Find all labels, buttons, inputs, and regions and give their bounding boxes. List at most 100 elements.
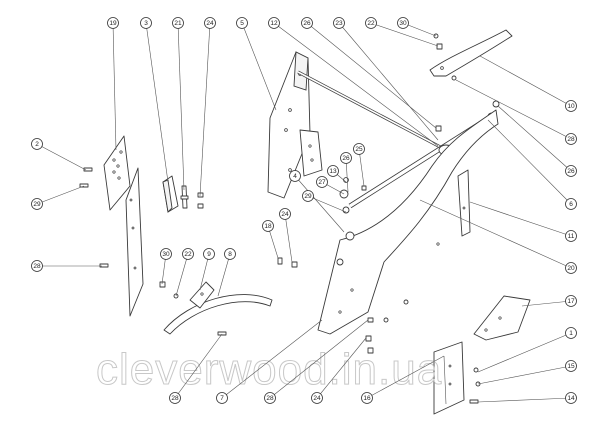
callout-circle xyxy=(565,327,577,339)
callout-leader-line xyxy=(217,253,231,297)
callout-number: 4 xyxy=(293,173,297,180)
part-3-bracket xyxy=(162,175,179,213)
callout-19: 19 xyxy=(107,17,119,29)
callout-27: 27 xyxy=(316,176,328,188)
callout-leader-line xyxy=(521,300,572,307)
callout-circle xyxy=(327,165,339,177)
callout-circle xyxy=(216,392,228,404)
callout-24: 24 xyxy=(204,17,216,29)
callout-circle xyxy=(289,170,301,182)
callout-leader-line xyxy=(112,22,117,151)
callout-8: 8 xyxy=(224,248,236,260)
callout-number: 22 xyxy=(367,20,375,27)
callout-number: 24 xyxy=(281,211,289,218)
callout-5: 5 xyxy=(236,17,248,29)
callout-leader-line xyxy=(338,22,439,141)
callout-leader-line xyxy=(455,79,572,140)
part-17-share xyxy=(473,295,531,341)
callout-number: 26 xyxy=(342,155,350,162)
callout-number: 25 xyxy=(355,146,363,153)
callout-28: 28 xyxy=(565,133,577,145)
callout-leader-line xyxy=(273,22,439,147)
part-10-handle xyxy=(429,29,513,77)
callout-number: 20 xyxy=(567,265,575,272)
callout-circle xyxy=(365,17,377,29)
callout-leader-line xyxy=(177,22,185,191)
callout-leader-line xyxy=(307,195,347,213)
callout-24: 24 xyxy=(311,392,323,404)
callout-28: 28 xyxy=(31,260,43,272)
part-11-arm xyxy=(457,169,471,237)
callout-number: 28 xyxy=(171,395,179,402)
callout-number: 28 xyxy=(266,395,274,402)
callout-number: 5 xyxy=(240,20,244,27)
callout-circle xyxy=(268,17,280,29)
callout-29: 29 xyxy=(31,198,43,210)
callout-circle xyxy=(204,17,216,29)
callout-15: 15 xyxy=(565,360,577,372)
callout-circle xyxy=(316,176,328,188)
callout-number: 15 xyxy=(567,363,575,370)
watermark-text: cleverwood.in.ua xyxy=(96,345,442,394)
callout-leader-line xyxy=(174,333,223,399)
callout-leader-line xyxy=(487,119,572,205)
callout-26: 26 xyxy=(301,17,313,29)
callout-number: 23 xyxy=(335,20,343,27)
callout-number: 16 xyxy=(363,395,371,402)
callout-leader-line xyxy=(402,22,437,37)
callout-leader-line xyxy=(199,22,211,197)
callout-circle xyxy=(565,133,577,145)
callout-14: 14 xyxy=(565,392,577,404)
callout-circle xyxy=(565,392,577,404)
callout-number: 26 xyxy=(567,168,575,175)
callout-29: 29 xyxy=(302,190,314,202)
callout-number: 21 xyxy=(174,20,182,27)
callout-leader-line xyxy=(477,365,572,385)
callout-circle xyxy=(264,392,276,404)
callout-11: 11 xyxy=(565,230,577,242)
callout-leader-line xyxy=(419,199,572,269)
callout-number: 7 xyxy=(220,395,224,402)
callout-10: 10 xyxy=(565,100,577,112)
callout-leader-line xyxy=(221,319,323,399)
callout-number: 3 xyxy=(144,20,148,27)
callout-leader-line xyxy=(316,337,367,399)
callout-30: 30 xyxy=(397,17,409,29)
callout-circle xyxy=(565,198,577,210)
callout-circle xyxy=(565,262,577,274)
callout-number: 24 xyxy=(206,20,214,27)
callout-circle xyxy=(31,198,43,210)
part-19-plate xyxy=(103,135,131,211)
callout-circle xyxy=(172,17,184,29)
callout-leaders xyxy=(36,22,572,403)
part-24-nuts xyxy=(197,192,204,209)
callout-circle xyxy=(236,17,248,29)
callout-leader-line xyxy=(366,355,445,399)
callout-2: 2 xyxy=(31,138,43,150)
callout-17: 17 xyxy=(565,295,577,307)
callout-circle xyxy=(565,360,577,372)
part-20-mouldboard xyxy=(317,109,499,335)
callout-circle xyxy=(140,17,152,29)
callout-leader-line xyxy=(477,332,572,373)
callout-circle xyxy=(361,392,373,404)
callout-circle xyxy=(353,143,365,155)
callout-30: 30 xyxy=(160,248,172,260)
part-19-strip xyxy=(125,167,144,317)
callout-circle xyxy=(302,190,314,202)
part-5-frame-plate xyxy=(267,51,323,199)
callout-number: 29 xyxy=(304,193,312,200)
callout-leader-line xyxy=(36,185,85,205)
callout-20: 20 xyxy=(565,262,577,274)
callout-18: 18 xyxy=(262,220,274,232)
callout-circle xyxy=(565,165,577,177)
callout-24: 24 xyxy=(279,208,291,220)
callout-28: 28 xyxy=(264,392,276,404)
callout-13: 13 xyxy=(327,165,339,177)
callout-1: 1 xyxy=(565,327,577,339)
part-12-rod xyxy=(297,70,447,152)
callout-26: 26 xyxy=(565,165,577,177)
